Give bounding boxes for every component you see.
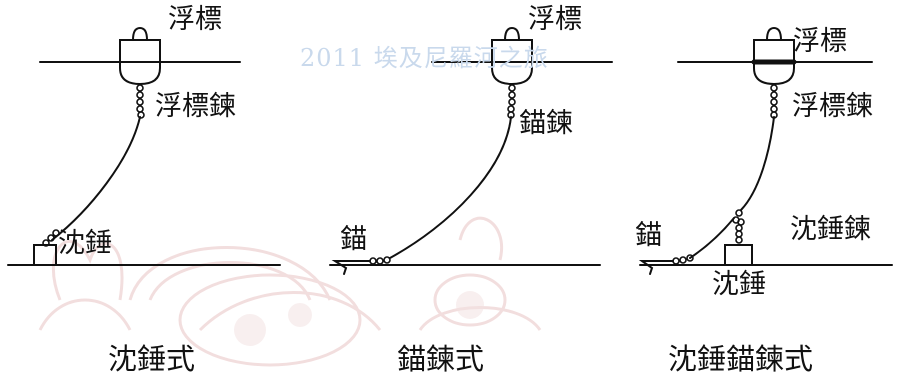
buoy-chain-label-3: 浮標鍊 [792,91,873,122]
watermark-text: 2011 埃及尼羅河之旅 [300,44,549,72]
sinker-block-3 [724,244,753,266]
buoy-handle-1 [132,26,148,41]
anchor-label-2: 錨 [340,224,367,255]
buoy-body-1 [119,39,161,86]
sinker-block-1 [33,244,57,266]
buoy-label-3: 浮標 [793,26,847,57]
buoy-chain-line-1 [51,116,141,241]
anchor-label-3: 錨 [635,220,662,251]
anchor-shape-3 [638,260,674,275]
buoy-body-2 [491,39,533,86]
sinker-label-3: 沈錘 [712,269,766,300]
buoy-body-3 [753,39,795,86]
caption-1: 沈錘式 [108,342,196,376]
anchor-chain-line-2 [389,116,512,259]
sinker-label-1: 沈錘 [58,228,112,259]
caption-3: 沈錘錨鍊式 [668,342,814,376]
buoy-handle-3 [766,26,782,41]
buoy-chain-line-3 [740,116,775,211]
buoy-chain-label-1: 浮標鍊 [155,91,236,122]
anchor-chain-line-3 [689,217,735,259]
sinker-chain-label-3: 沈錘鍊 [790,214,871,245]
caption-2: 錨鍊式 [397,342,485,376]
buoy-label-1: 浮標 [168,4,222,35]
buoy-label-2: 浮標 [528,4,582,35]
anchor-chain-label-2: 錨鍊 [519,108,573,139]
buoy-handle-2 [504,26,520,41]
anchor-shape-2 [331,260,371,275]
